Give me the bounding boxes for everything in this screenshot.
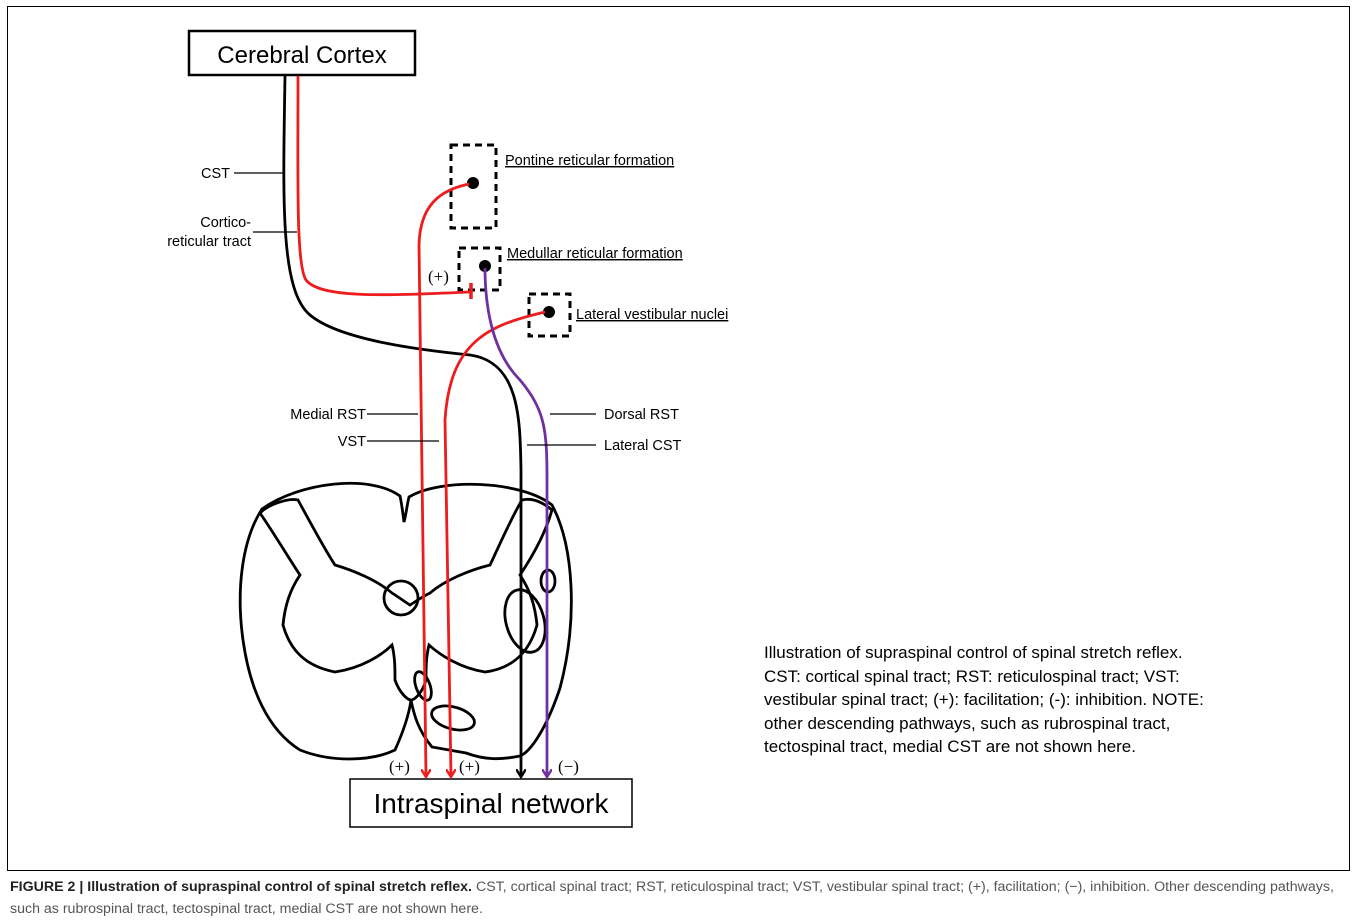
medullar-box [459, 248, 500, 290]
sign-medial-rst-plus: (+) [389, 757, 410, 776]
label-cst: CST [201, 166, 230, 182]
diagram-note: Illustration of supraspinal control of s… [764, 641, 1214, 759]
label-medullar: Medullar reticular formation [507, 246, 683, 262]
cerebral-cortex-label: Cerebral Cortex [217, 42, 386, 69]
label-cortico-line1: Cortico- [200, 215, 251, 231]
cortico-reticular-tract [298, 76, 470, 295]
label-pontine: Pontine reticular formation [505, 153, 674, 169]
intraspinal-network-label: Intraspinal network [373, 788, 609, 819]
sign-synapse-plus: (+) [428, 267, 449, 286]
caption-title: Illustration of supraspinal control of s… [87, 879, 472, 895]
sign-vst-plus: (+) [459, 757, 480, 776]
caption-figure-number: FIGURE 2 | [10, 879, 83, 895]
figure-caption: FIGURE 2 | Illustration of supraspinal c… [10, 877, 1340, 920]
lateral-tract-ellipse [498, 585, 551, 657]
label-dorsal-rst: Dorsal RST [604, 407, 679, 423]
sign-dorsal-rst-minus: (−) [558, 757, 579, 776]
label-medial-rst: Medial RST [290, 407, 366, 423]
leader-lines [234, 173, 596, 445]
ventral-ellipse-2 [429, 702, 477, 735]
label-cortico-line2: reticular tract [167, 234, 251, 250]
vestibular-spinal-tract [445, 312, 545, 776]
pontine-nucleus [467, 177, 479, 189]
label-lateral-cst: Lateral CST [604, 438, 682, 454]
label-vst: VST [338, 434, 366, 450]
dorsal-rst [485, 268, 547, 776]
label-vestibular: Lateral vestibular nuclei [576, 307, 728, 323]
